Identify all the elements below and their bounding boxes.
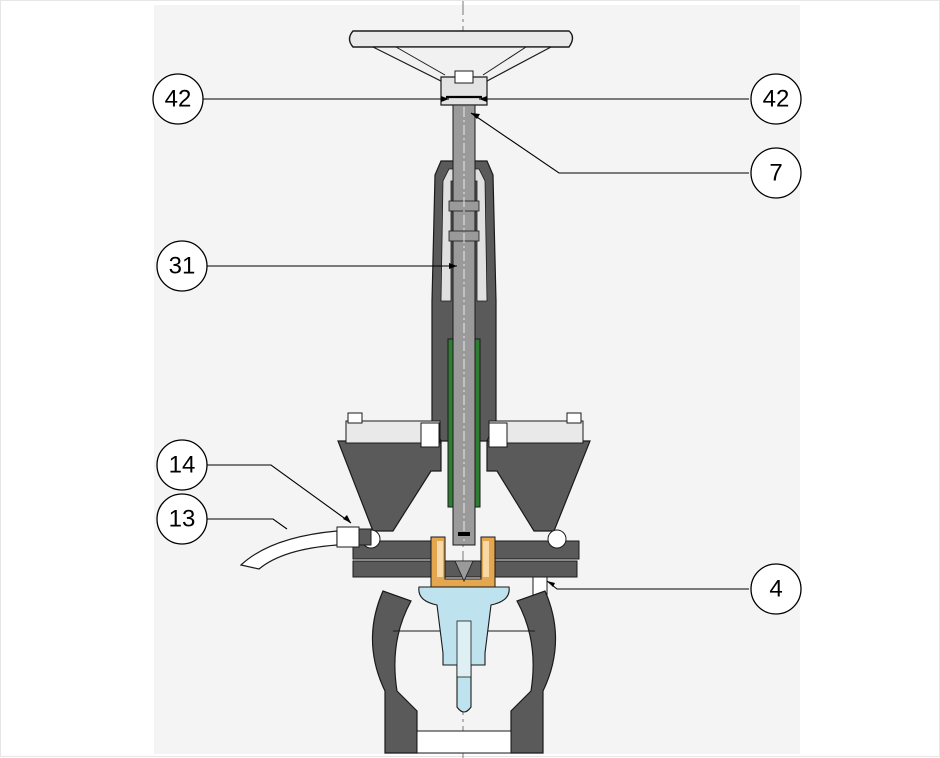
leader-lines bbox=[203, 96, 749, 590]
callout-42-left-label: 42 bbox=[165, 85, 192, 112]
callout-13-label: 13 bbox=[169, 505, 196, 532]
callout-42-right-label: 42 bbox=[763, 85, 790, 112]
callout-42-left: 42 bbox=[152, 73, 204, 125]
side-hose bbox=[239, 526, 372, 570]
handwheel bbox=[348, 30, 574, 106]
callout-7-label: 7 bbox=[769, 159, 782, 186]
callout-14-label: 14 bbox=[169, 451, 196, 478]
callout-7: 7 bbox=[750, 147, 802, 199]
callout-14: 14 bbox=[156, 439, 208, 491]
valve-stem bbox=[448, 104, 480, 546]
callout-31: 31 bbox=[156, 240, 208, 292]
valve-plug bbox=[418, 560, 510, 713]
callout-13: 13 bbox=[156, 493, 208, 545]
upper-funnel bbox=[337, 412, 591, 532]
callout-4-label: 4 bbox=[769, 575, 782, 602]
lower-bowl bbox=[371, 590, 557, 754]
callout-42-right: 42 bbox=[750, 73, 802, 125]
callout-31-label: 31 bbox=[169, 252, 196, 279]
callout-4: 4 bbox=[750, 563, 802, 615]
